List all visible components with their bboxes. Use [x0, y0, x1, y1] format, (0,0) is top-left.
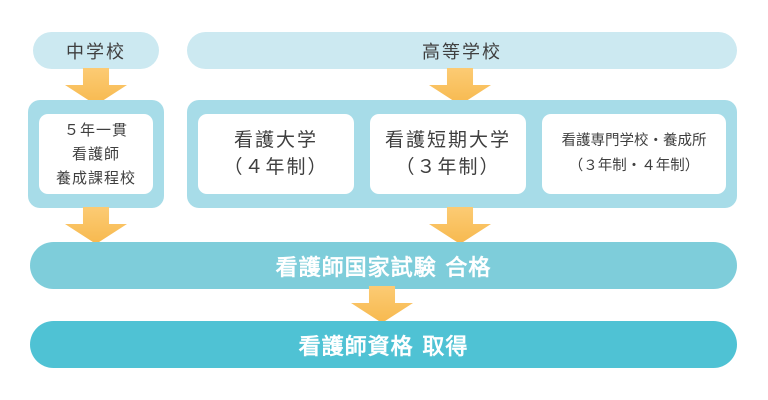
down-arrow-icon — [351, 286, 413, 323]
card-nursing-university: 看護大学 （４年制） — [198, 114, 354, 194]
card-nursing-junior-college: 看護短期大学 （３年制） — [369, 114, 526, 194]
bar-national-exam-pass: 看護師国家試験 合格 — [30, 242, 737, 289]
node-high-school: 高等学校 — [187, 32, 737, 69]
node-junior-high-school: 中学校 — [33, 32, 159, 69]
card-nursing-vocational-school: 看護専門学校・養成所 （３年制・４年制） — [541, 114, 726, 194]
down-arrow-icon — [429, 207, 491, 244]
bar-nurse-license-obtained: 看護師資格 取得 — [30, 321, 737, 368]
group-five-year-course: ５年一貫 看護師 養成課程校 — [28, 100, 164, 208]
down-arrow-icon — [65, 207, 127, 244]
group-high-school-paths: 看護大学 （４年制） 看護短期大学 （３年制） 看護専門学校・養成所 （３年制・… — [187, 100, 737, 208]
card-five-year-nursing-course-school: ５年一貫 看護師 養成課程校 — [39, 114, 153, 194]
